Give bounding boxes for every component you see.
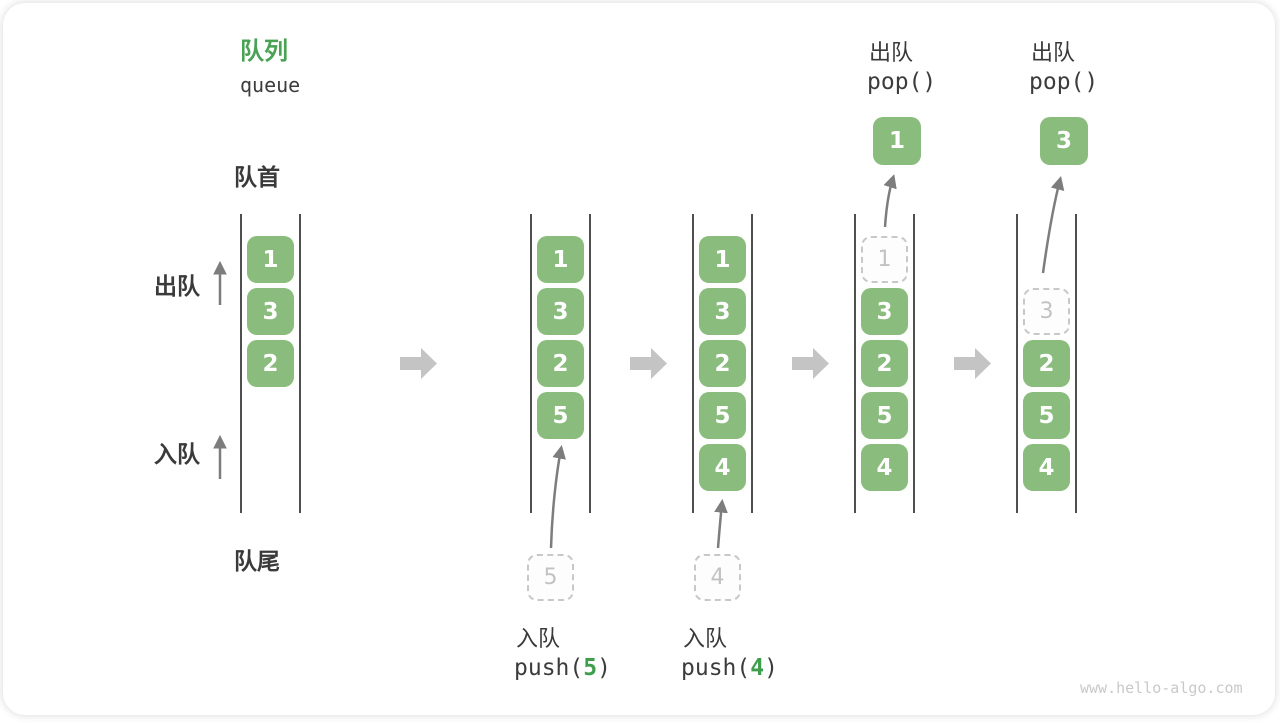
queue3-pending-box: 4: [694, 554, 741, 601]
queue5-op-code: pop(): [1029, 69, 1099, 95]
queue4-wall-left: [854, 214, 856, 513]
queue2-op-code-suffix: ): [597, 655, 611, 681]
queue2-pending-box: 5: [527, 554, 574, 601]
queue4-popped-box: 1: [873, 117, 921, 165]
queue3-wall-right: [751, 214, 753, 513]
queue3-item: 2: [699, 340, 746, 387]
queue3-op-code-arg: 4: [750, 655, 765, 681]
queue4-item: 4: [861, 444, 908, 491]
arrows-layer: [213, 174, 1065, 549]
queue5-ghost-slot: 3: [1023, 288, 1070, 335]
figure-card: 队列 queue 队首 出队 入队 队尾 1 3 2: [3, 3, 1275, 715]
queue2-item: 5: [537, 392, 584, 439]
queue2-item: 1: [537, 236, 584, 283]
push-arrow-state3-icon: [714, 498, 728, 549]
queue5-item: 2: [1023, 340, 1070, 387]
queue2-wall-right: [589, 214, 591, 513]
queue1-wall-left: [240, 214, 242, 513]
state-transition-arrow-icon-2: [630, 348, 667, 379]
queue1-item: 2: [247, 340, 294, 387]
queue3-item: 4: [699, 444, 746, 491]
queue4-op-label: 出队: [869, 41, 914, 66]
queue3-op-code-suffix: ): [764, 655, 778, 681]
figure-title-zh: 队列: [240, 37, 288, 65]
queue2-op-code-arg: 5: [583, 655, 598, 681]
queue2-op-code-prefix: push(: [514, 655, 584, 681]
queue2-item: 3: [537, 288, 584, 335]
queue5-popped-box: 3: [1040, 117, 1088, 165]
label-dequeue-side: 出队: [154, 274, 200, 300]
queue4-item: 2: [861, 340, 908, 387]
queue3-item: 1: [699, 236, 746, 283]
queue3-op-code-prefix: push(: [681, 655, 751, 681]
queue3-wall-left: [692, 214, 694, 513]
pop-arrow-state4-icon: [883, 174, 897, 228]
queue5-item: 5: [1023, 392, 1070, 439]
queue4-wall-right: [913, 214, 915, 513]
queue2-item: 2: [537, 340, 584, 387]
queue4-item: 5: [861, 392, 908, 439]
watermark-text: www.hello-algo.com: [1080, 679, 1243, 697]
label-queue-rear: 队尾: [234, 549, 280, 575]
queue4-item: 3: [861, 288, 908, 335]
queue3-op-label: 入队: [683, 627, 728, 652]
state-transition-arrow-icon-4: [954, 348, 991, 379]
queue2-wall-left: [530, 214, 532, 513]
state-transition-arrow-icon-1: [400, 348, 437, 379]
label-enqueue-side: 入队: [154, 442, 200, 468]
queue1-item: 3: [247, 288, 294, 335]
queue3-op-code: push(4): [681, 655, 778, 681]
queue4-op-code: pop(): [867, 69, 937, 95]
label-queue-front: 队首: [234, 165, 280, 191]
figure-title-en: queue: [240, 73, 301, 97]
queue5-wall-left: [1016, 214, 1018, 513]
queue3-item: 3: [699, 288, 746, 335]
queue1-wall-right: [299, 214, 301, 513]
queue4-ghost-slot: 1: [861, 236, 908, 283]
queue3-item: 5: [699, 392, 746, 439]
queue5-item: 4: [1023, 444, 1070, 491]
state-transition-arrow-icon-3: [792, 348, 829, 379]
pop-arrow-state5-icon: [1041, 176, 1065, 274]
queue5-op-label: 出队: [1031, 41, 1076, 66]
queue2-op-code: push(5): [514, 655, 611, 681]
push-arrow-state2-icon: [549, 444, 566, 549]
queue2-op-label: 入队: [516, 627, 561, 652]
queue1-item: 1: [247, 236, 294, 283]
queue5-wall-right: [1075, 214, 1077, 513]
